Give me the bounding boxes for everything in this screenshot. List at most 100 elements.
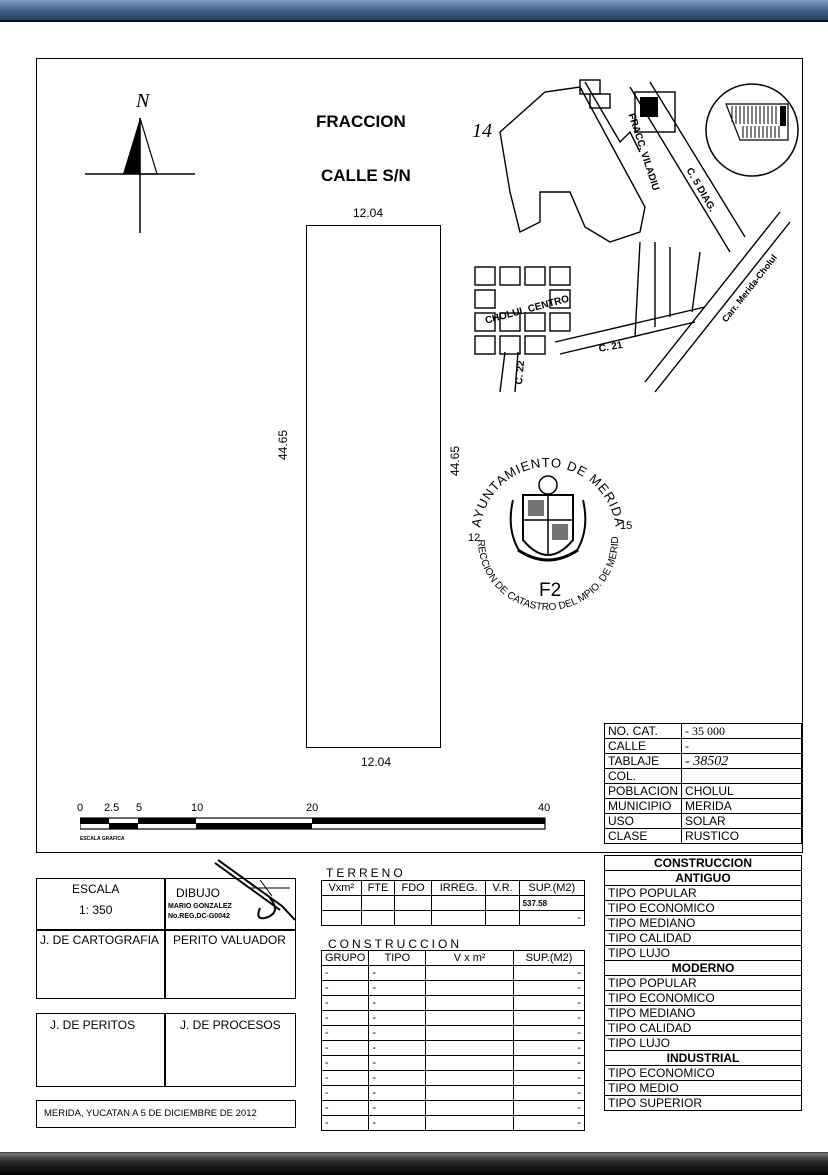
table-row: ---	[320, 1055, 585, 1071]
table-row: ---	[320, 1085, 585, 1101]
seal-code: F2	[539, 580, 562, 601]
value-poblacion: CHOLUL	[681, 783, 802, 799]
peritos-label: J. DE PERITOS	[50, 1018, 136, 1032]
construccion-title: CONSTRUCCION	[328, 937, 462, 951]
terreno-header: IRREG.	[430, 880, 487, 896]
type-row: TIPO MEDIANO	[604, 1005, 802, 1021]
table-row: ---	[320, 1115, 585, 1131]
type-row: TIPO LUJO	[604, 1035, 802, 1051]
seal-right-number: 15	[620, 520, 633, 532]
box-divider	[164, 878, 166, 999]
type-row: TIPO POPULAR	[604, 975, 802, 991]
label-no-cat: NO. CAT.	[603, 723, 683, 739]
type-row: TIPO MEDIO	[604, 1080, 802, 1096]
scale-tick: 5	[136, 802, 143, 814]
scale-caption: ESCALA GRAFICA	[80, 836, 125, 842]
scale-tick: 0	[77, 802, 84, 814]
dim-left: 44.65	[276, 429, 290, 460]
value-calle: -	[681, 738, 802, 754]
bottom-window-bar	[0, 1152, 828, 1175]
terreno-header: FDO	[394, 880, 432, 896]
type-row: TIPO ECONOMICO	[604, 900, 802, 916]
table-row: ---	[320, 1025, 585, 1041]
label-col: COL.	[603, 768, 683, 784]
terreno-sup-value: 537.58	[518, 895, 586, 911]
label-uso: USO	[603, 813, 683, 829]
box-divider	[164, 1013, 166, 1087]
map-label-c22: C. 22	[514, 360, 528, 385]
dim-bottom: 12.04	[361, 755, 392, 769]
type-row: TIPO SUPERIOR	[604, 1095, 802, 1111]
table-row: ---	[320, 980, 585, 996]
cartografia-label: J. DE CARTOGRAFIA	[40, 933, 159, 947]
table-row: ---	[320, 1010, 585, 1026]
table-row: ---	[320, 995, 585, 1011]
terreno-header: Vxm²	[321, 880, 362, 896]
construccion-table: GRUPO TIPO V x m² SUP.(M2) --- --- --- -…	[320, 950, 585, 1131]
value-uso: SOLAR	[681, 813, 802, 829]
perito-label: PERITO VALUADOR	[173, 933, 286, 947]
value-clase: RUSTICO	[681, 828, 802, 844]
terreno-header: SUP.(M2)	[518, 880, 586, 896]
seal-left-number: 12	[468, 532, 481, 544]
table-row: ---	[320, 965, 585, 981]
industrial-header: INDUSTRIAL	[604, 1050, 802, 1066]
terreno-table: Vxm² FTE FDO IRREG. V.R. SUP.(M2) 537.58…	[321, 880, 586, 926]
fecha-box	[36, 1100, 296, 1128]
table-row: ---	[320, 1070, 585, 1086]
fecha-text: MERIDA, YUCATAN A 5 DE DICIEMBRE DE 2012	[44, 1108, 257, 1119]
escala-value: 1: 350	[79, 903, 113, 917]
scale-tick: 40	[538, 802, 551, 814]
type-row: TIPO CALIDAD	[604, 930, 802, 946]
value-municipio: MERIDA	[681, 798, 802, 814]
table-row: ---	[320, 1100, 585, 1116]
construction-header: CONSTRUCCION	[604, 855, 802, 871]
procesos-label: J. DE PROCESOS	[180, 1018, 281, 1032]
label-calle: CALLE	[603, 738, 683, 754]
fraccion-title: FRACCION	[316, 112, 406, 131]
dim-top: 12.04	[353, 206, 384, 220]
scale-tick: 10	[191, 802, 204, 814]
construccion-header: TIPO	[368, 950, 427, 966]
table-row: ---	[320, 1040, 585, 1056]
scale-tick: 20	[306, 802, 319, 814]
label-municipio: MUNICIPIO	[603, 798, 683, 814]
value-col	[681, 768, 802, 784]
type-row: TIPO LUJO	[604, 945, 802, 961]
dibujo-name: MARIO GONZALEZ	[168, 903, 232, 910]
antiguo-header: ANTIGUO	[604, 870, 802, 886]
terreno-header: FTE	[360, 880, 396, 896]
terreno-title: TERRENO	[326, 866, 406, 880]
type-row: TIPO POPULAR	[604, 885, 802, 901]
terreno-header: V.R.	[485, 880, 520, 896]
label-poblacion: POBLACION	[603, 783, 683, 799]
escala-dibujo-box	[36, 878, 296, 999]
box-divider	[36, 929, 296, 931]
type-row: TIPO MEDIANO	[604, 915, 802, 931]
construccion-header: SUP.(M2)	[513, 950, 585, 966]
type-row: TIPO ECONOMICO	[604, 1065, 802, 1081]
value-tablaje: - 38502	[681, 753, 802, 769]
label-clase: CLASE	[603, 828, 683, 844]
top-window-bar	[0, 0, 828, 22]
type-row: TIPO ECONOMICO	[604, 990, 802, 1006]
escala-label: ESCALA	[72, 882, 120, 896]
terreno-dash: -	[518, 910, 586, 926]
drawing-frame	[36, 58, 803, 853]
street-title: CALLE S/N	[321, 166, 411, 185]
construccion-header: GRUPO	[320, 950, 370, 966]
dibujo-reg: No.REG.DC-G0042	[168, 913, 230, 920]
construction-types-table: CONSTRUCCION ANTIGUO TIPO POPULAR TIPO E…	[604, 855, 802, 1111]
dibujo-label: DIBUJO	[176, 886, 221, 900]
peritos-procesos-box	[36, 1013, 296, 1087]
label-tablaje: TABLAJE	[603, 753, 683, 769]
value-no-cat: - 35 000	[681, 723, 802, 739]
construccion-header: V x m²	[425, 950, 514, 966]
signature-mark	[214, 859, 296, 921]
north-label: N	[136, 90, 150, 112]
fraccion-number: 14	[472, 120, 492, 142]
cadastral-info-table: NO. CAT. - 35 000 CALLE - TABLAJE - 3850…	[603, 723, 802, 844]
type-row: TIPO CALIDAD	[604, 1020, 802, 1036]
scale-tick: 2.5	[104, 802, 120, 814]
moderno-header: MODERNO	[604, 960, 802, 976]
